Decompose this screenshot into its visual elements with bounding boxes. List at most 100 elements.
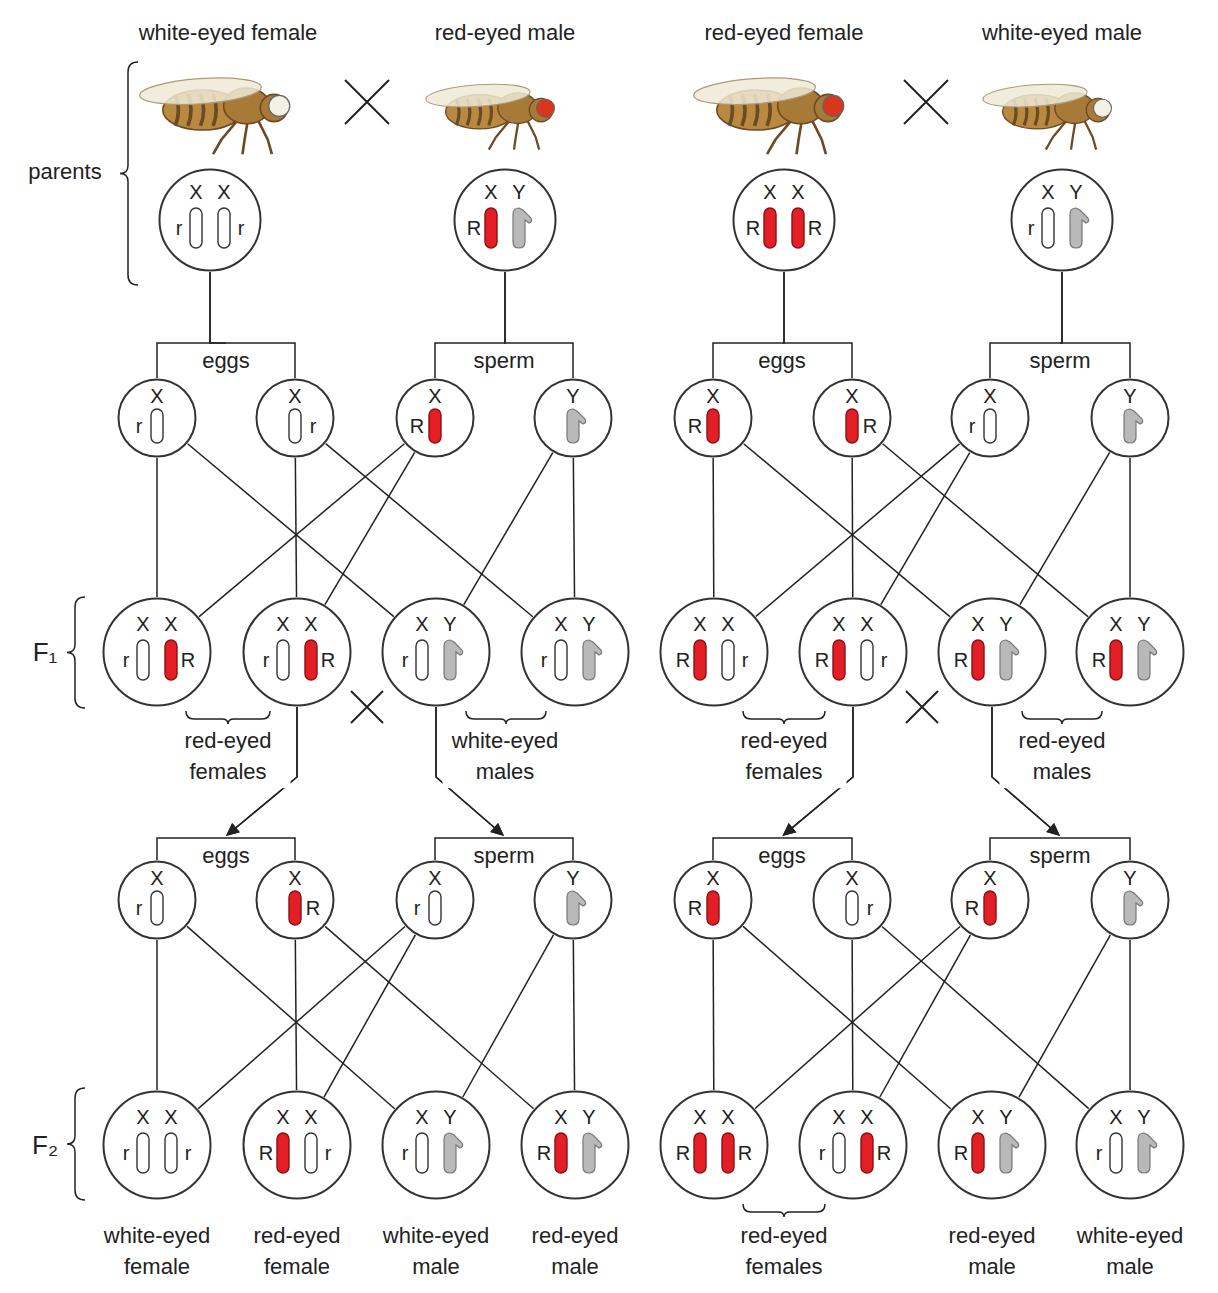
chromosome-label: X xyxy=(983,868,996,888)
connector-line xyxy=(851,940,853,1090)
allele-label: r xyxy=(136,416,143,436)
red-allele-chromosome xyxy=(722,1133,734,1173)
inheritance-line xyxy=(743,926,951,1108)
allele-label: R xyxy=(877,1143,891,1163)
cell-circle xyxy=(397,380,474,457)
caption-label: red-eyed male xyxy=(513,1221,638,1283)
white-allele-chromosome xyxy=(833,1133,845,1173)
chromosome-label: X xyxy=(428,386,441,406)
connector-line xyxy=(712,458,714,597)
circle-outline xyxy=(102,1090,212,1200)
cell-circle xyxy=(257,380,334,457)
caption-label: red-eyed male xyxy=(435,18,576,49)
white-allele-chromosome xyxy=(190,208,202,248)
allele-label: r xyxy=(742,650,749,670)
allele-label: r xyxy=(263,650,270,670)
circle-outline xyxy=(659,597,769,707)
chromosome-label: Y xyxy=(1137,614,1150,634)
fly-leg xyxy=(243,121,248,155)
chromosome-label: X xyxy=(276,614,289,634)
fly-eye xyxy=(537,99,555,117)
chromosome-label: X xyxy=(304,1107,317,1127)
circle-outline xyxy=(798,1090,908,1200)
gamete-circle: Xr xyxy=(117,860,197,940)
connector-line xyxy=(463,935,554,1097)
allele-label: r xyxy=(136,898,143,918)
red-allele-chromosome xyxy=(833,640,845,680)
chromosome-label: X xyxy=(150,386,163,406)
fly-wing xyxy=(425,81,531,110)
white-allele-chromosome xyxy=(429,891,441,925)
allele-label: R xyxy=(746,218,760,238)
inheritance-line xyxy=(464,453,553,605)
cell-circle xyxy=(522,1092,629,1199)
chromosome-label: X xyxy=(276,1107,289,1127)
chromosome-label: Y xyxy=(566,386,579,406)
inheritance-line xyxy=(1020,452,1110,604)
cell-circle xyxy=(1077,1092,1184,1199)
y-chromosome xyxy=(444,1133,463,1173)
inheritance-line xyxy=(883,444,1088,617)
fly-leg xyxy=(1071,121,1076,150)
caption-label: white-eyed female xyxy=(95,1221,220,1283)
fly-leg xyxy=(1085,121,1097,150)
connector-line xyxy=(744,444,950,617)
allele-label: r xyxy=(414,898,421,918)
inheritance-line xyxy=(713,940,715,1090)
connector-line xyxy=(1129,940,1131,1090)
inheritance-line xyxy=(325,926,534,1108)
connector-line xyxy=(157,707,297,860)
group-bracket xyxy=(466,711,546,724)
chromosome-label: X xyxy=(706,386,719,406)
white-allele-chromosome xyxy=(165,1133,177,1173)
fly-wing xyxy=(982,81,1088,110)
red-allele-chromosome xyxy=(984,891,996,925)
fly-wing xyxy=(139,74,262,108)
allele-label: r xyxy=(1096,1143,1103,1163)
allele-label: R xyxy=(321,650,335,670)
circle-outline xyxy=(520,1090,630,1200)
genotype-circle: XXrR xyxy=(102,597,212,707)
white-allele-chromosome xyxy=(218,208,230,248)
caption-label: red-eyed females xyxy=(722,726,847,788)
red-allele-chromosome xyxy=(707,891,719,925)
gamete-circle: XR xyxy=(812,378,892,458)
inheritance-line xyxy=(1130,940,1131,1090)
red-allele-chromosome xyxy=(1110,640,1122,680)
cell-circle xyxy=(535,380,612,457)
caption-label: white-eyed male xyxy=(1068,1221,1193,1283)
caption-label: white-eyed female xyxy=(139,18,318,49)
chromosome-label: X xyxy=(845,868,858,888)
allele-label: R xyxy=(808,218,822,238)
inheritance-line xyxy=(325,452,415,604)
chromosome-label: X xyxy=(860,614,873,634)
inheritance-line xyxy=(755,927,960,1109)
chromosome-label: X xyxy=(721,1107,734,1127)
chromosome-label: X xyxy=(693,614,706,634)
chromosome-label: X xyxy=(189,182,202,202)
arrowhead xyxy=(490,823,504,836)
red-allele-chromosome xyxy=(792,208,804,248)
chromosome-label: X xyxy=(164,614,177,634)
white-allele-chromosome xyxy=(984,409,996,443)
fly-eye xyxy=(823,95,844,116)
connector-line xyxy=(713,707,853,860)
chromosome-label: X xyxy=(791,182,804,202)
genotype-circle: XYr xyxy=(1010,168,1114,272)
cell-circle xyxy=(952,862,1029,939)
genotype-circle: XYr xyxy=(381,1090,491,1200)
inheritance-line xyxy=(324,935,415,1097)
inheritance-line xyxy=(882,926,1089,1108)
chromosome-label: X xyxy=(860,1107,873,1127)
genotype-circle: XXrR xyxy=(242,597,352,707)
caption-label: eggs xyxy=(758,346,806,377)
allele-label: r xyxy=(867,898,874,918)
generation-brace xyxy=(67,597,85,708)
chromosome-label: Y xyxy=(1123,386,1136,406)
fly-leg xyxy=(514,121,519,150)
caption-label: sperm xyxy=(473,841,534,872)
circle-outline xyxy=(381,597,491,707)
cell-circle xyxy=(104,1092,211,1199)
gamete-circle: Xr xyxy=(395,860,475,940)
